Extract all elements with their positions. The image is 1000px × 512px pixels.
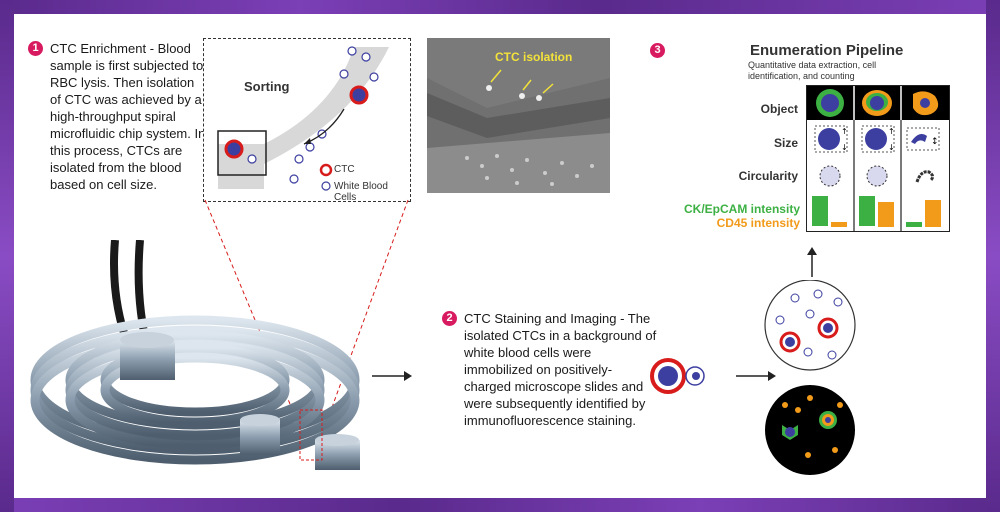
frame-bottom: [0, 498, 1000, 512]
step2-number: 2: [442, 311, 457, 326]
wbc-cell: [247, 154, 257, 164]
frame-top: [0, 0, 1000, 14]
step1-description: 1 CTC Enrichment - Blood sample is first…: [28, 40, 208, 193]
flow-arrow-head: [304, 138, 311, 144]
pipeline-cells: ↑ ↓ ↑ ↓ ↕: [807, 86, 949, 231]
step2-description: 2 CTC Staining and Imaging - The isolate…: [442, 310, 657, 429]
svg-text:↑: ↑: [841, 127, 848, 136]
cd45-bar: [925, 200, 941, 227]
cd45-bar: [831, 222, 847, 227]
arrow-up: [807, 247, 817, 277]
step2-text: CTC Staining and Imaging - The isolated …: [464, 311, 657, 428]
legend-ctc-label: CTC: [334, 164, 355, 175]
step1-number: 1: [28, 41, 43, 56]
ctc-cell: [224, 139, 244, 159]
step3-number: 3: [650, 43, 665, 58]
pipeline-title: Enumeration Pipeline: [750, 42, 904, 59]
cd45-bar: [878, 202, 894, 227]
spiral-channel: [218, 47, 389, 189]
arrow-right: [372, 371, 412, 381]
micrograph-image: [427, 38, 610, 193]
wbc-cell: [369, 72, 379, 82]
svg-text:↓: ↓: [888, 143, 895, 152]
fluorescence-slide: [765, 385, 855, 475]
wbc-cell: [294, 154, 304, 164]
step3-badge: 3: [650, 40, 665, 58]
ck-bar: [906, 222, 922, 227]
row-label-object: Object: [760, 102, 798, 116]
svg-text:↑: ↑: [888, 127, 895, 136]
svg-text:↕: ↕: [931, 137, 939, 147]
legend-wbc-icon: [321, 181, 331, 191]
ctc-isolation-micrograph: CTC isolation: [427, 38, 610, 193]
pipeline-grid: ↑ ↓ ↑ ↓ ↕: [806, 85, 950, 232]
sorting-illustration: [217, 46, 389, 191]
ck-bar: [812, 196, 828, 226]
ctc-wbc-icon: [650, 358, 705, 394]
ck-epcam-label: CK/EpCAM intensity: [683, 202, 800, 216]
step1-text: CTC Enrichment - Blood sample is first s…: [50, 41, 206, 192]
frame-left: [0, 0, 14, 512]
micrograph-label: CTC isolation: [495, 50, 573, 64]
sorting-inset: Sorting CTC White Blood Cells: [203, 38, 411, 203]
svg-text:↓: ↓: [841, 143, 848, 152]
outlet-box: [217, 130, 267, 176]
ctc-cell: [349, 85, 369, 105]
brightfield-slide: [764, 280, 856, 371]
legend-ctc-icon: [319, 163, 333, 177]
arrow-right-2: [736, 371, 776, 381]
ck-bar: [859, 196, 875, 226]
pipeline-subtitle: Quantitative data extraction, cell ident…: [748, 60, 877, 81]
legend-wbc-label: White Blood Cells: [334, 181, 388, 203]
spiral-chip-illustration: [30, 240, 360, 470]
row-label-size: Size: [773, 136, 798, 150]
slide-images: [764, 280, 856, 475]
wbc-cell: [361, 52, 371, 62]
cd45-label: CD45 intensity: [716, 216, 800, 230]
frame-right: [986, 0, 1000, 512]
sorting-title: Sorting: [244, 79, 290, 94]
wbc-cell: [289, 174, 299, 184]
row-label-circularity: Circularity: [738, 169, 798, 183]
wbc-cell: [347, 46, 357, 56]
wbc-cell: [339, 69, 349, 79]
